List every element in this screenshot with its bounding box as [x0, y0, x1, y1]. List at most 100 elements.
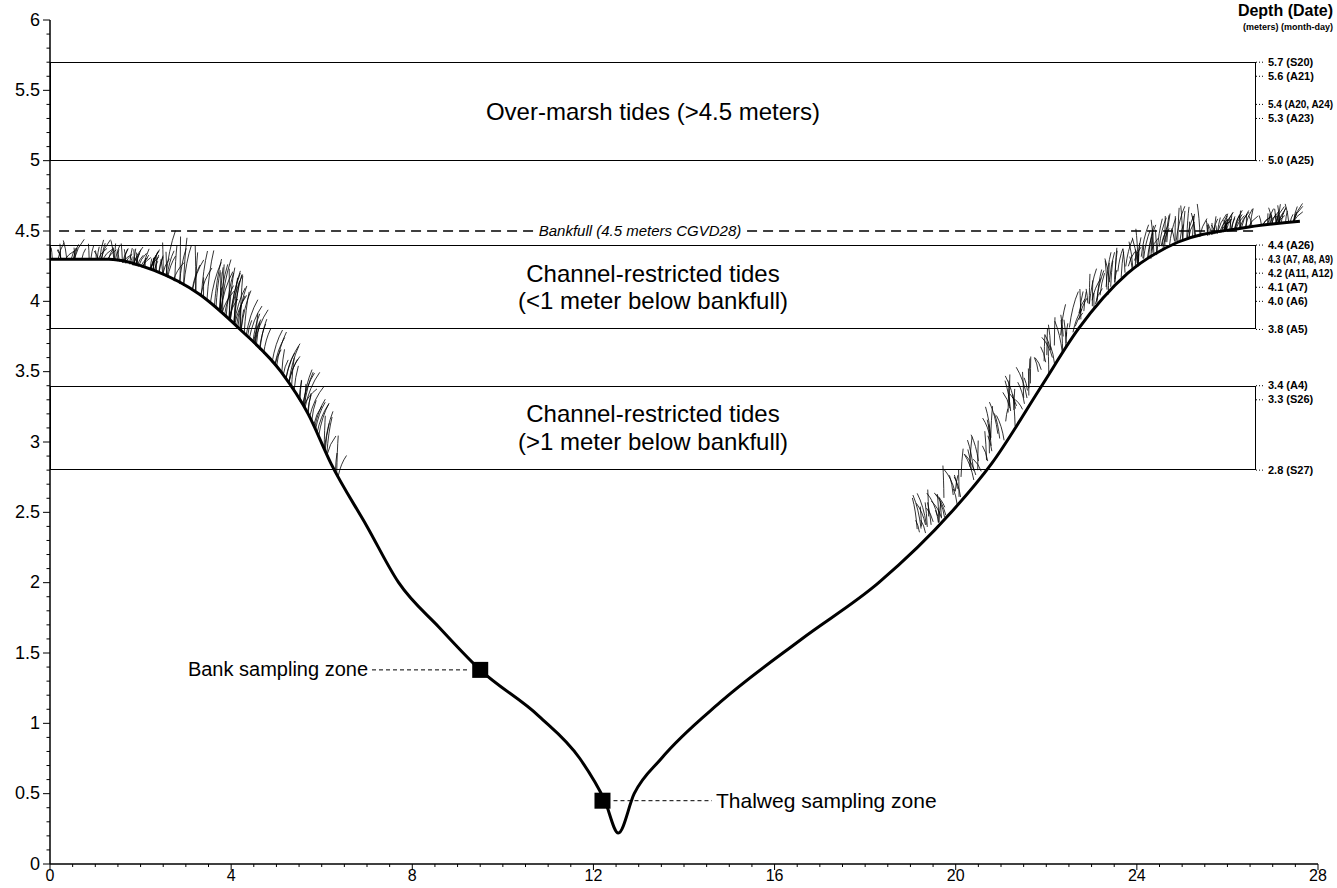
grass-blade [316, 402, 326, 430]
grass-blade [1006, 409, 1008, 422]
x-tick [842, 864, 843, 867]
x-tick [1295, 864, 1296, 867]
y-tick-label: 6 [30, 10, 40, 31]
grass-blade [967, 440, 973, 470]
grass-blade [1035, 358, 1041, 370]
grass-blade [207, 250, 214, 300]
grass-blade [1167, 214, 1170, 243]
y-tick [47, 48, 51, 49]
grass-blade [1048, 325, 1050, 349]
grass-blade [991, 406, 993, 438]
x-tick [797, 864, 798, 867]
depth-date-label: 3.4 (A4) [1268, 379, 1308, 392]
x-tick [1227, 864, 1228, 867]
grass-blade [927, 502, 931, 524]
leader-line [372, 669, 469, 670]
grass-blade [1128, 252, 1134, 267]
y-tick [47, 554, 51, 555]
grass-blade [150, 251, 159, 270]
y-tick [47, 765, 51, 766]
depth-date-label: 5.4 (A20, A24) [1268, 98, 1333, 111]
grass-blade [109, 249, 113, 260]
marsh-grass [51, 203, 1303, 533]
grass-blade [1180, 224, 1183, 240]
x-tick [1114, 864, 1115, 867]
depth-date-label: 3.8 (A5) [1268, 323, 1308, 336]
x-tick [548, 864, 549, 867]
x-tick [751, 864, 752, 867]
x-tick [367, 864, 368, 867]
grass-blade [1089, 274, 1091, 304]
sampling-square [472, 662, 488, 678]
grass-blade [230, 273, 241, 320]
y-tick [43, 512, 50, 513]
grass-blade [1051, 346, 1055, 364]
grass-blade [1061, 304, 1066, 335]
column-header: (meters) (month-day) [1243, 22, 1333, 32]
x-tick-label: 0 [46, 867, 55, 885]
y-tick [47, 357, 51, 358]
grass-blade [168, 256, 176, 277]
y-tick [47, 540, 51, 541]
grass-blade [101, 240, 111, 259]
grass-blade [1093, 293, 1094, 308]
grass-blade [51, 248, 52, 259]
y-tick [43, 793, 50, 794]
grass-blade [964, 454, 974, 480]
y-tick [47, 638, 51, 639]
x-tick [1023, 864, 1024, 867]
x-tick [480, 864, 481, 867]
y-tick [47, 526, 51, 527]
grass-blade [1293, 206, 1303, 222]
y-tick [47, 596, 51, 597]
depth-date-label: 4.2 (A11, A12) [1268, 267, 1333, 280]
grass-blade [230, 275, 243, 321]
grass-blade [1069, 292, 1078, 328]
dotted-leader [1256, 118, 1265, 119]
x-tick [684, 864, 685, 867]
grass-blade [912, 498, 917, 529]
depth-date-label: 4.3 (A7, A8, A9) [1268, 253, 1333, 266]
grass-blade [1141, 225, 1148, 257]
x-tick-label: 20 [947, 867, 965, 885]
grass-blade [303, 373, 315, 405]
y-tick [47, 681, 51, 682]
sampling-square [594, 793, 610, 809]
grass-blade [954, 475, 957, 489]
x-tick [1068, 864, 1069, 867]
y-tick [47, 737, 51, 738]
grass-blade [943, 466, 944, 498]
grass-blade [151, 257, 156, 269]
x-tick [706, 864, 707, 867]
grass-blade [1066, 323, 1068, 336]
depth-date-label: 2.8 (S27) [1268, 464, 1313, 477]
x-tick [978, 864, 979, 867]
grass-blade [234, 275, 242, 324]
x-tick [616, 864, 617, 867]
axes [43, 20, 1318, 870]
y-tick [47, 568, 51, 569]
x-tick [72, 864, 73, 867]
grass-blade [953, 489, 957, 504]
grass-blade [91, 245, 94, 259]
x-tick [525, 864, 526, 867]
y-tick [43, 20, 50, 21]
y-tick [43, 371, 50, 372]
grass-blade [63, 240, 66, 259]
grass-blade [276, 332, 286, 367]
grass-blade [210, 262, 221, 303]
x-tick [253, 864, 254, 867]
tide-band: Channel-restricted tides (<1 meter below… [50, 245, 1256, 329]
band-label: Channel-restricted tides (<1 meter below… [515, 260, 792, 315]
y-tick [43, 653, 50, 654]
grass-blade [949, 475, 953, 495]
x-tick-label: 28 [1309, 867, 1327, 885]
x-tick [344, 864, 345, 867]
y-tick [47, 216, 51, 217]
grass-blade [987, 420, 991, 446]
x-tick [502, 864, 503, 867]
grass-blade [71, 248, 76, 259]
x-tick [1204, 864, 1205, 867]
sampling-zone-label: Bank sampling zone [188, 658, 368, 681]
grass-blade [1121, 252, 1124, 278]
